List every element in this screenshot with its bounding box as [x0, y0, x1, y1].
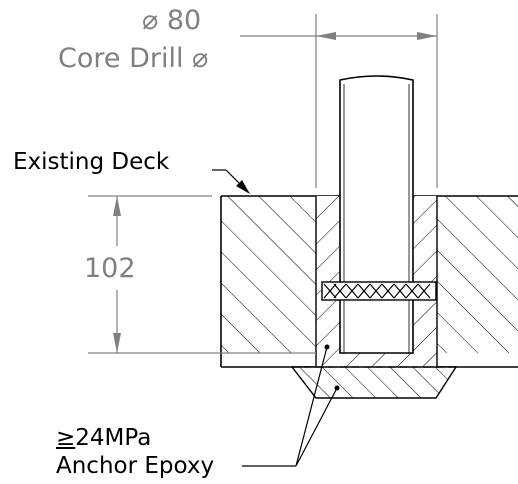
anchor-epoxy-label: Anchor Epoxy [56, 453, 215, 479]
bond-band [321, 281, 437, 301]
epoxy-strength-label: ≥24MPa [56, 427, 151, 450]
epoxy-strength-symbol: ≥ [56, 425, 76, 451]
diameter-label: ⌀ 80 [142, 5, 202, 36]
depth-label: 102 [84, 253, 136, 284]
epoxy-plug [290, 366, 458, 399]
existing-deck-label: Existing Deck [13, 149, 170, 175]
anchor-bar [339, 75, 414, 354]
diameter-dimension [240, 14, 438, 188]
core-drill-label: Core Drill ⌀ [58, 43, 209, 74]
depth-dimension [88, 195, 316, 354]
existing-deck-leader [212, 169, 250, 194]
epoxy-strength-value: 24MPa [75, 425, 152, 451]
anchor-epoxy-leader [242, 344, 340, 467]
